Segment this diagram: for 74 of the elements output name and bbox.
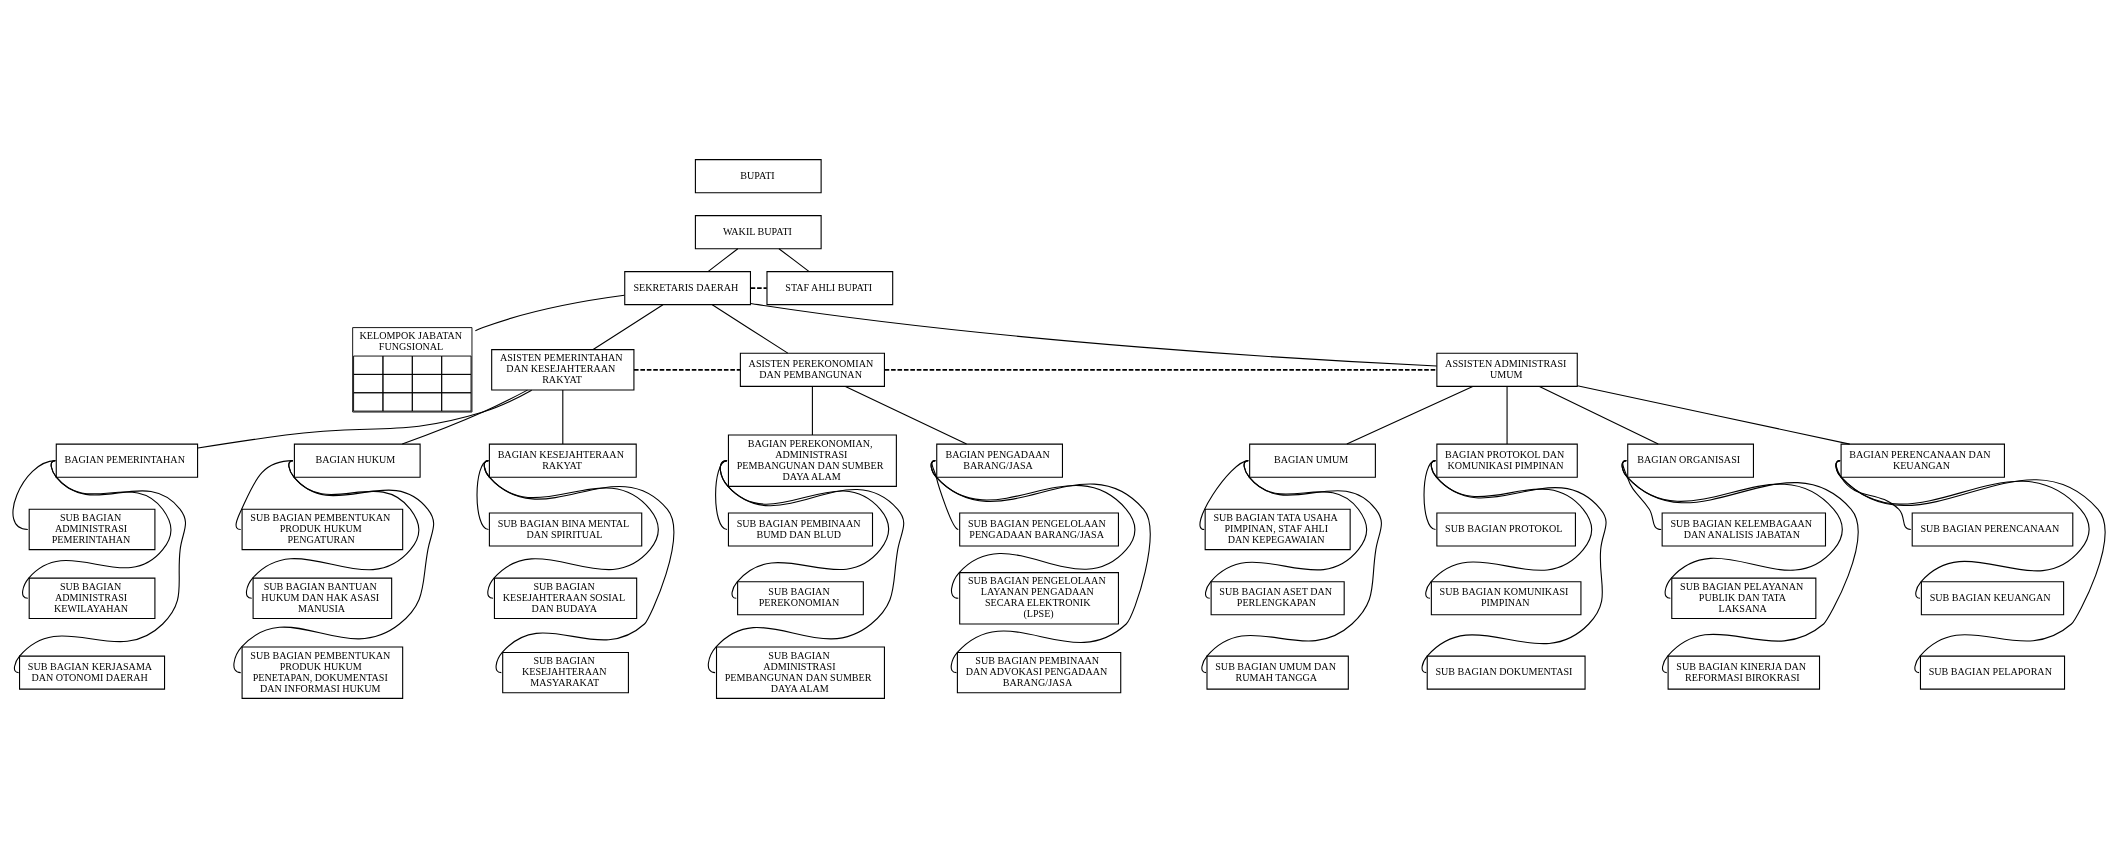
node-box: SUB BAGIAN BINA MENTAL DAN SPIRITUAL: [488, 511, 643, 547]
connector: [474, 294, 625, 331]
node-box: BAGIAN UMUM: [1249, 443, 1376, 478]
connector: [883, 368, 1438, 371]
node-box: SUB BAGIAN DOKUMENTASI: [1426, 655, 1586, 690]
connector: [711, 303, 789, 354]
connector: [707, 247, 739, 272]
connector: [715, 459, 728, 530]
node-box: ASSISTEN ADMINISTRASI UMUM: [1436, 352, 1578, 387]
node-box: SUB BAGIAN PENGELOLAAN LAYANAN PENGADAAN SECARA ELEKTRONIK (LPSE): [959, 571, 1119, 625]
node-box: SUB BAGIAN PENGELOLAAN PENGADAAN BARANG/JASA: [959, 511, 1119, 547]
connector: [1204, 459, 1368, 599]
connector: [13, 459, 187, 673]
connector: [235, 459, 294, 530]
node-box: BAGIAN PROTOKOL DAN KOMUNIKASI PIMPINAN: [1436, 443, 1578, 478]
connector: [592, 303, 664, 350]
connector: [749, 286, 768, 289]
node-box: SUB BAGIAN ADMINISTRASI PEMBANGUNAN DAN SUMBER DAYA ALAM: [715, 645, 885, 699]
connector: [1576, 384, 1851, 445]
node-box: SUB BAGIAN PELAYANAN PUBLIK DAN TATA LAKSANA: [1671, 577, 1817, 619]
node-box: BAGIAN KESEJAHTERAAN RAKYAT: [488, 443, 637, 478]
node-box: SUB BAGIAN TATA USAHA PIMPINAN, STAF AHLI DAN KEPEGAWAIAN: [1204, 508, 1351, 550]
node-box: SUB BAGIAN ADMINISTRASI KEWILAYAHAN: [28, 577, 156, 619]
connector: [778, 247, 810, 272]
node-box: SUB BAGIAN PERENCANAAN: [1911, 511, 2074, 547]
node-box: SEKRETARIS DAERAH: [624, 270, 751, 305]
node-box: WAKIL BUPATI: [694, 214, 822, 249]
connector: [1201, 459, 1382, 673]
connector: [1506, 385, 1508, 445]
node-box: SUB BAGIAN KERJASAMA DAN OTONOMI DAERAH: [19, 655, 166, 690]
node-box: SUB BAGIAN KEUANGAN: [1920, 580, 2065, 615]
node-box: SUB BAGIAN KESEJAHTERAAN SOSIAL DAN BUDAYA: [493, 577, 638, 619]
node-box: BAGIAN ORGANISASI: [1627, 443, 1754, 478]
connector: [233, 459, 435, 673]
node-box: BUPATI: [694, 158, 822, 193]
node-box: SUB BAGIAN BANTUAN HUKUM DAN HAK ASASI MANUSIA: [252, 577, 393, 619]
node-box: SUB BAGIAN PEMBENTUKAN PRODUK HUKUM PENGATURAN: [241, 508, 404, 550]
node-box: BAGIAN HUKUM: [293, 443, 421, 478]
connector: [562, 389, 564, 445]
node-box: STAF AHLI BUPATI: [766, 270, 894, 305]
node-box: SUB BAGIAN KESEJAHTERAAN MASYARAKAT: [502, 651, 629, 693]
node-box: SUB BAGIAN KINERJA DAN REFORMASI BIROKRASI: [1667, 655, 1821, 690]
node-box: SUB BAGIAN ASET DAN PERLENGKAPAN: [1210, 580, 1345, 615]
node-box: SUB BAGIAN KELEMBAGAAN DAN ANALISIS JABATAN: [1661, 511, 1827, 547]
node-box: ASISTEN PEREKONOMIAN DAN PEMBANGUNAN: [739, 352, 885, 387]
node-box: SUB BAGIAN PEMBINAAN DAN ADVOKASI PENGADAAN BARANG/JASA: [956, 651, 1122, 693]
connector: [12, 459, 56, 530]
node-box: ASISTEN PEMERINTAHAN DAN KESEJAHTERAAN RAKYAT: [491, 348, 635, 391]
connector: [1423, 459, 1437, 530]
node-box: SUB BAGIAN ADMINISTRASI PEMERINTAHAN: [28, 508, 156, 550]
node-box: SUB BAGIAN PEREKONOMIAN: [737, 580, 864, 615]
node-box: BAGIAN PEREKONOMIAN, ADMINISTRASI PEMBANGUNAN DAN SUMBER DAYA ALAM: [727, 433, 897, 487]
node-box: SUB BAGIAN PELAPORAN: [1919, 655, 2066, 690]
node-box: SUB BAGIAN PEMBENTUKAN PRODUK HUKUM PENETAPAN, DOKUMENTASI DAN INFORMASI HUKUM: [241, 645, 404, 699]
node-box: SUB BAGIAN PEMBINAAN BUMD DAN BLUD: [727, 511, 874, 547]
connector: [1538, 385, 1659, 445]
connector: [197, 389, 533, 449]
connector: [750, 302, 1438, 366]
connector: [483, 459, 675, 673]
connector: [930, 459, 1151, 673]
node-box: BAGIAN PEMERINTAHAN: [55, 443, 199, 478]
node-box: SUB BAGIAN PROTOKOL: [1436, 511, 1576, 547]
node-box: BAGIAN PERENCANAAN DAN KEUANGAN: [1840, 443, 2005, 478]
connector: [401, 389, 528, 445]
connector: [633, 368, 742, 371]
connector: [1425, 459, 1593, 599]
node-box: SUB BAGIAN UMUM DAN RUMAH TANGGA: [1206, 655, 1349, 690]
connector: [476, 459, 490, 530]
node-box: SUB BAGIAN KOMUNIKASI PIMPINAN: [1430, 580, 1582, 615]
connector: [811, 385, 813, 435]
node-box: BAGIAN PENGADAAN BARANG/JASA: [936, 443, 1063, 478]
connector: [707, 459, 905, 673]
connector: [844, 385, 968, 445]
connector: [1346, 385, 1474, 445]
